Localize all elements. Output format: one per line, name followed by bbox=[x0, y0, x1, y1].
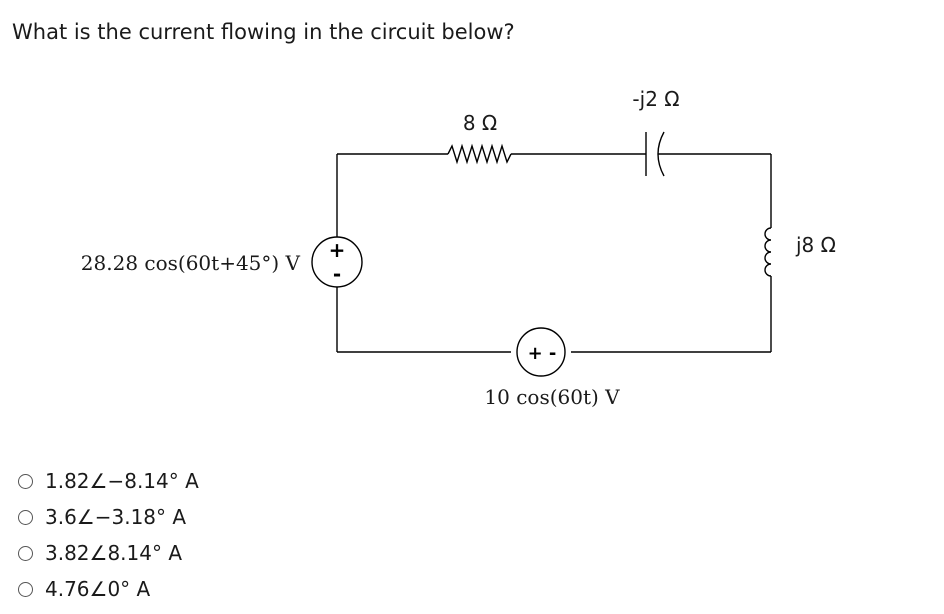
answer-option-label: 1.82∠−8.14° A bbox=[45, 469, 199, 493]
resistor-label: 8 Ω bbox=[463, 111, 497, 135]
radio-button[interactable] bbox=[18, 581, 33, 597]
answer-option-1[interactable]: 1.82∠−8.14° A bbox=[18, 469, 199, 493]
capacitor-label: -j2 Ω bbox=[632, 87, 679, 111]
answer-option-label: 3.82∠8.14° A bbox=[45, 541, 183, 565]
inductor-label: j8 Ω bbox=[795, 233, 836, 257]
radio-button[interactable] bbox=[18, 473, 33, 489]
radio-button[interactable] bbox=[18, 509, 33, 525]
answer-option-label: 3.6∠−3.18° A bbox=[45, 505, 187, 529]
source-bottom-label: 10 cos(60t) V bbox=[484, 385, 620, 409]
answer-option-2[interactable]: 3.6∠−3.18° A bbox=[18, 505, 186, 529]
resistor-symbol bbox=[447, 143, 512, 165]
inductor-symbol bbox=[764, 227, 772, 277]
voltage-source-bottom bbox=[516, 327, 566, 377]
radio-button[interactable] bbox=[18, 545, 33, 561]
source-left-label: 28.28 cos(60t+45°) V bbox=[81, 251, 301, 275]
source-bottom-polarity: + - bbox=[528, 343, 557, 364]
question-text: What is the current flowing in the circu… bbox=[12, 20, 515, 44]
answer-option-3[interactable]: 3.82∠8.14° A bbox=[18, 541, 182, 565]
source-left-minus: - bbox=[333, 262, 341, 286]
source-left-plus: + bbox=[329, 238, 346, 262]
answer-option-4[interactable]: 4.76∠0° A bbox=[18, 577, 150, 601]
voltage-source-left bbox=[311, 236, 363, 288]
answer-option-label: 4.76∠0° A bbox=[45, 577, 151, 601]
